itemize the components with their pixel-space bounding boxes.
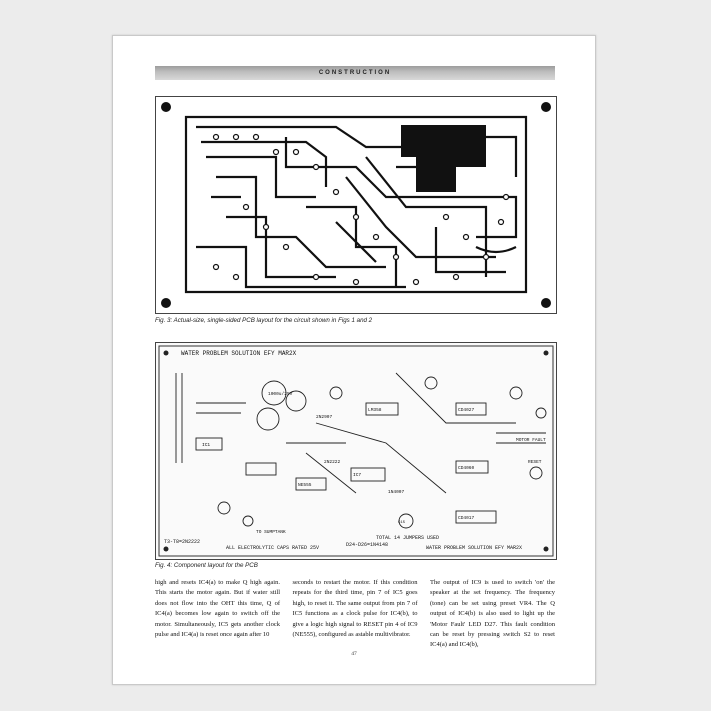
- pcb-track-drawing: [161, 102, 551, 308]
- text-column-2: seconds to restart the motor. If this co…: [293, 578, 418, 651]
- cap-label: C15: [398, 521, 406, 525]
- jumpers-note: TOTAL 14 JUMPERS USED: [376, 535, 439, 541]
- switch-label: RESET: [528, 459, 542, 465]
- page-number: 47: [351, 651, 357, 657]
- paragraph: The output of IC9 is used to switch 'on'…: [430, 579, 555, 649]
- figure3-caption: Fig. 3: Actual-size, single-sided PCB la…: [155, 317, 373, 324]
- component-layout-figure: WATER PROBLEM SOLUTION EFY MAR2X: [155, 342, 557, 560]
- mounting-hole: [161, 298, 171, 308]
- ic-label: CD4060: [458, 465, 475, 471]
- diode-label: 1N4007: [388, 489, 405, 495]
- ic-label: LM358: [368, 407, 382, 413]
- text-column-1: high and resets IC4(a) to make Q high ag…: [155, 578, 280, 651]
- pcb-track-layout-figure: [155, 96, 557, 314]
- board-title-bottom: WATER PROBLEM SOLUTION EFY MAR2X: [426, 545, 522, 551]
- paragraph: high and resets IC4(a) to make Q high ag…: [155, 579, 280, 639]
- cap-label: 1000u/25V: [268, 391, 293, 397]
- ic-label: NE555: [298, 482, 312, 488]
- ic-label: IC1: [202, 442, 210, 448]
- text-column-3: The output of IC9 is used to switch 'on'…: [430, 578, 555, 651]
- transistor-label: 2N2907: [316, 414, 333, 420]
- section-header-bar: [155, 66, 555, 80]
- ic-label: CD4017: [458, 515, 475, 521]
- transistor-label: 2N2222: [324, 459, 341, 465]
- diodes-note: D24-D26=1N4148: [346, 542, 388, 548]
- mounting-hole: [541, 298, 551, 308]
- ic-label: CD4027: [458, 407, 475, 413]
- transistor-note: T3-T8=2N2222: [164, 539, 200, 545]
- section-title: CONSTRUCTION: [318, 70, 392, 76]
- caps-rating-note: ALL ELECTROLYTIC CAPS RATED 25V: [226, 545, 319, 551]
- figure4-caption: Fig. 4: Component layout for the PCB: [155, 562, 258, 569]
- mounting-hole: [541, 102, 551, 112]
- mounting-hole: [161, 102, 171, 112]
- ic-label: IC7: [353, 472, 361, 478]
- component-layout-drawing: WATER PROBLEM SOLUTION EFY MAR2X: [158, 345, 554, 557]
- paragraph: seconds to restart the motor. If this co…: [292, 579, 418, 639]
- board-title-top: WATER PROBLEM SOLUTION EFY MAR2X: [181, 350, 297, 357]
- led-label: MOTOR FAULT: [516, 437, 546, 443]
- copper-ground-plane: [401, 125, 486, 192]
- connector-label: TO SUMPTANK: [256, 529, 286, 535]
- article-body: high and resets IC4(a) to make Q high ag…: [155, 578, 555, 651]
- magazine-page: CONSTRUCTION: [112, 35, 596, 685]
